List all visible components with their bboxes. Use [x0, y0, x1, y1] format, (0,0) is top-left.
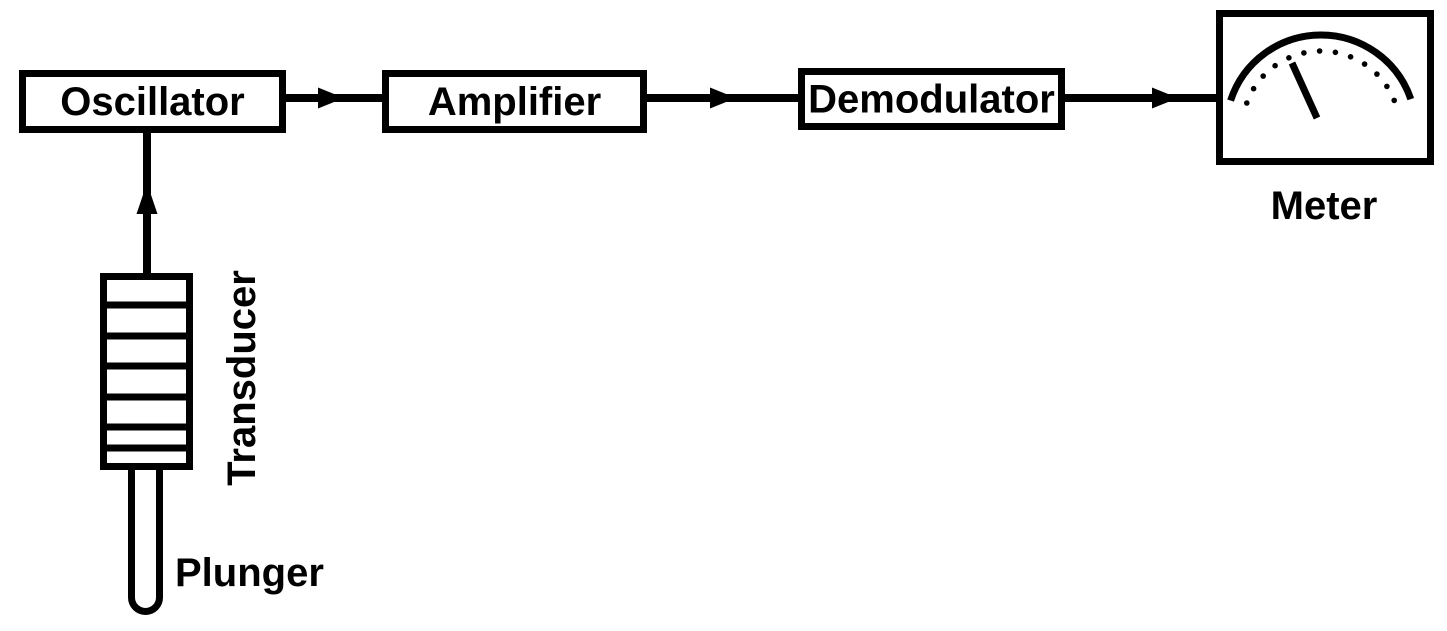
transducer-symbol	[100, 273, 193, 470]
meter-scale-dots	[1244, 48, 1397, 106]
plunger-symbol	[128, 462, 163, 615]
meter-needle	[1288, 61, 1321, 120]
meter-label: Meter	[1271, 184, 1378, 228]
arrowhead-up-icon	[136, 183, 158, 214]
arrowhead-right-icon	[318, 87, 344, 109]
oscillator-label: Oscillator	[60, 80, 245, 124]
amplifier-label: Amplifier	[428, 80, 601, 124]
amplifier-box	[382, 70, 647, 133]
oscillator-box	[19, 70, 286, 133]
arrowhead-right-icon	[710, 87, 736, 109]
demodulator-label: Demodulator	[808, 78, 1055, 122]
meter-symbol	[1216, 10, 1434, 165]
demodulator-box	[798, 68, 1065, 130]
plunger-label: Plunger	[175, 551, 324, 595]
transducer-layer-lines	[100, 301, 193, 452]
transducer-label: Transducer	[220, 270, 264, 486]
arrowhead-right-icon	[1152, 87, 1178, 109]
meter-scale-arc	[1227, 31, 1415, 102]
